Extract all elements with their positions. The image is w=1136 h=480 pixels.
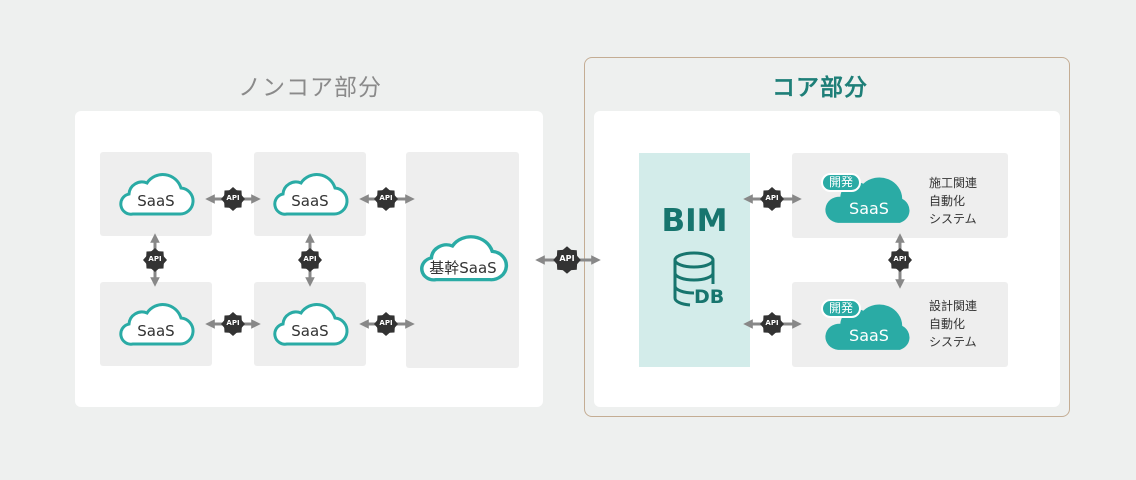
bim-column <box>639 153 750 367</box>
description-line: 自動化 <box>929 317 966 331</box>
api-label: API <box>765 319 779 327</box>
api-gear-icon: API <box>760 187 784 211</box>
api-label: API <box>559 254 575 264</box>
saas-label: SaaS <box>137 192 175 210</box>
api-label: API <box>893 255 907 263</box>
bim-label: BIM <box>661 203 728 239</box>
dev-badge: 開発 <box>821 299 862 318</box>
api-label: API <box>379 194 393 202</box>
saas-label: SaaS <box>291 192 329 210</box>
api-gear-icon: API <box>143 248 167 272</box>
api-gear-icon: API <box>888 248 912 272</box>
saas-label: SaaS <box>849 326 889 345</box>
base-saas-box: 基幹SaaS <box>406 152 519 368</box>
system-description: 設計関連 自動化 システム <box>929 297 977 351</box>
api-gear-icon: API <box>553 246 581 274</box>
description-line: 設計関連 <box>929 299 978 313</box>
saas-box: SaaS <box>254 152 366 236</box>
description-line: システム <box>929 335 977 349</box>
core-title: コア部分 <box>772 75 868 101</box>
api-label: API <box>226 319 240 327</box>
cloud-icon: SaaS <box>115 302 197 348</box>
api-label: API <box>303 255 317 263</box>
system-description: 施工関連 自動化 システム <box>929 174 977 228</box>
api-label: API <box>765 194 779 202</box>
saas-box: SaaS <box>100 152 212 236</box>
saas-box: SaaS <box>100 282 212 366</box>
api-gear-icon: API <box>221 187 245 211</box>
saas-label: SaaS <box>137 322 175 340</box>
core-frame <box>584 57 1070 417</box>
database-icon: DB <box>670 250 726 312</box>
dev-badge: 開発 <box>821 173 862 192</box>
api-label: API <box>148 255 162 263</box>
cloud-icon: SaaS <box>269 302 351 348</box>
db-label: DB <box>694 286 725 308</box>
cloud-icon: SaaS <box>115 172 197 218</box>
noncore-title: ノンコア部分 <box>238 75 382 101</box>
description-line: システム <box>929 212 977 226</box>
system-box: SaaS 開発 設計関連 自動化 システム <box>792 282 1008 367</box>
api-gear-icon: API <box>221 312 245 336</box>
saas-label: SaaS <box>849 199 889 218</box>
saas-box: SaaS <box>254 282 366 366</box>
base-saas-label: 基幹SaaS <box>429 259 497 277</box>
api-gear-icon: API <box>374 187 398 211</box>
api-gear-icon: API <box>760 312 784 336</box>
api-gear-icon: API <box>298 248 322 272</box>
api-gear-icon: API <box>374 312 398 336</box>
cloud-icon: 基幹SaaS <box>415 234 511 284</box>
api-label: API <box>226 194 240 202</box>
cloud-icon: SaaS <box>269 172 351 218</box>
description-line: 施工関連 <box>929 176 978 190</box>
saas-label: SaaS <box>291 322 329 340</box>
system-box: SaaS 開発 施工関連 自動化 システム <box>792 153 1008 238</box>
description-line: 自動化 <box>929 194 966 208</box>
api-label: API <box>379 319 393 327</box>
